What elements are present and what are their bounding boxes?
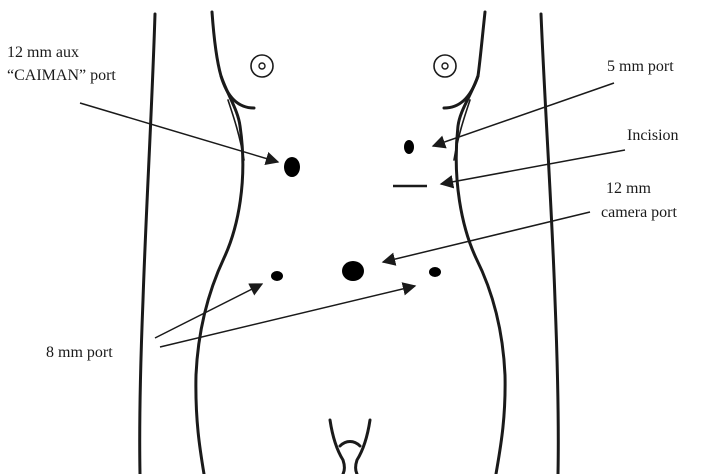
camera-port-label-line1: 12 mm [606, 180, 651, 197]
eight-mm-port-label: 8 mm port [46, 344, 113, 361]
eight-mm-left-arrow [155, 284, 262, 338]
aux-port-arrow [80, 103, 278, 162]
port-8mm-left [271, 271, 283, 281]
port-8mm-right [429, 267, 441, 277]
camera-port-label-line2: camera port [601, 204, 678, 221]
left-body-contour [196, 12, 243, 474]
left-chest-curve [221, 76, 254, 108]
port-5mm [404, 140, 414, 154]
left-arm-outline [140, 14, 155, 474]
aux-port-label-line2: “CAIMAN” port [7, 67, 116, 84]
groin-contour [330, 420, 370, 474]
torso-outline [140, 12, 559, 474]
five-mm-port-label: 5 mm port [607, 58, 674, 75]
camera-port-12mm [342, 261, 364, 281]
incision-label: Incision [627, 127, 679, 144]
right-nipple [434, 55, 456, 77]
right-chest-curve [444, 76, 478, 108]
aux-port-label-line1: 12 mm aux [7, 44, 79, 61]
aux-port-12mm [284, 157, 300, 177]
right-arm-outline [541, 14, 558, 474]
left-nipple [251, 55, 273, 77]
camera-port-arrow [383, 212, 590, 262]
incision-arrow [441, 150, 625, 184]
